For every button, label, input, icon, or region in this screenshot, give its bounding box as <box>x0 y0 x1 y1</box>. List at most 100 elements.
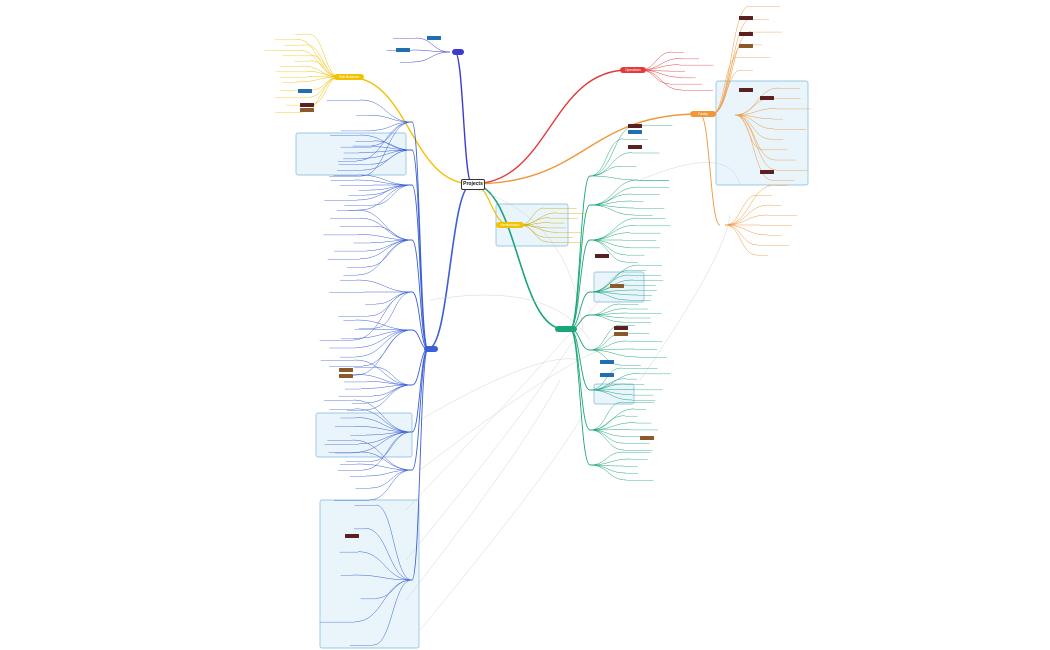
relationship-link <box>639 214 731 381</box>
left-leaf-edge <box>354 359 413 386</box>
left-leaf-edge <box>375 291 413 305</box>
relationship-link <box>419 419 581 631</box>
right-leaf-edge <box>589 401 623 431</box>
left-leaf-edge <box>362 431 413 471</box>
topic-label-chip[interactable] <box>628 124 642 128</box>
right-leaf-edge <box>589 232 631 241</box>
topic-label-chip[interactable] <box>396 48 410 52</box>
right-leaf-edge <box>589 324 621 351</box>
left-leaf-edge <box>364 384 413 411</box>
right-leaf-edge <box>589 415 625 431</box>
left-leaf-edge <box>374 366 413 386</box>
right-leaf-edge <box>589 429 624 444</box>
group-panel <box>315 412 413 458</box>
left-leaf-edge <box>365 528 413 581</box>
purple-leaf-edge <box>415 37 451 53</box>
topic-label-chip[interactable] <box>739 44 753 48</box>
branch-memberships[interactable]: Memberships <box>496 222 524 228</box>
right-leaf-edge <box>589 166 622 177</box>
orange-leaf-edge <box>724 224 768 236</box>
left-leaf-edge <box>363 149 413 171</box>
left-leaf-edge <box>358 551 413 581</box>
left-leaf-edge <box>358 174 413 186</box>
branch-blue[interactable] <box>424 346 438 352</box>
central-topic[interactable]: Projects <box>461 179 485 190</box>
yellow-leaf-edge <box>302 76 341 113</box>
topic-label-chip[interactable] <box>640 436 654 440</box>
orange-hub-edge <box>699 113 721 226</box>
left-leaf-edge <box>368 114 413 123</box>
left-leaf-edge <box>357 184 413 201</box>
topic-label-chip[interactable] <box>345 534 359 538</box>
right-leaf-edge <box>589 367 622 391</box>
left-leaf-edge <box>373 579 413 646</box>
right-leaf-edge <box>589 429 624 451</box>
left-leaf-edge <box>356 329 413 376</box>
left-leaf-edge <box>357 239 413 276</box>
left-hub-edge <box>411 184 429 350</box>
topic-label-chip[interactable] <box>600 360 614 364</box>
branch-connector-tr <box>471 69 629 185</box>
right-hub-edge <box>569 204 591 330</box>
relationship-link <box>429 294 591 341</box>
left-leaf-edge <box>359 217 413 241</box>
orange-leaf-edge <box>724 194 758 226</box>
left-leaf-edge <box>375 291 413 329</box>
red-leaf-edge <box>639 58 682 71</box>
red-leaf-edge <box>639 69 682 91</box>
left-leaf-edge <box>355 408 413 433</box>
orange-leaf-edge <box>724 204 770 226</box>
topic-label-chip[interactable] <box>628 145 642 149</box>
topic-label-chip[interactable] <box>760 170 774 174</box>
left-hub-edge <box>411 239 429 350</box>
topic-label-chip[interactable] <box>614 326 628 330</box>
topic-label-chip[interactable] <box>298 89 312 93</box>
right-leaf-edge <box>589 389 633 401</box>
left-leaf-edge <box>354 426 413 433</box>
right-leaf-edge <box>589 217 639 241</box>
topic-label-chip[interactable] <box>739 88 753 92</box>
topic-label-chip[interactable] <box>300 103 314 107</box>
topic-label-chip[interactable] <box>739 32 753 36</box>
topic-label-chip[interactable] <box>595 254 609 258</box>
right-leaf-edge <box>589 349 639 358</box>
topic-label-chip[interactable] <box>610 284 624 288</box>
branch-operations[interactable]: Operations <box>620 67 646 73</box>
branch-family[interactable]: Family <box>690 111 716 117</box>
relationship-link <box>639 162 741 186</box>
left-leaf-edge <box>369 469 413 501</box>
left-leaf-edge <box>361 384 413 389</box>
branch-side-business[interactable]: Side Business <box>334 74 364 80</box>
branch-green[interactable] <box>555 326 577 332</box>
right-hub-edge <box>569 175 591 330</box>
left-leaf-edge <box>360 451 413 471</box>
left-hub-edge <box>411 348 429 471</box>
orange-leaf-edge <box>734 114 772 181</box>
left-leaf-edge <box>357 209 413 241</box>
left-leaf-edge <box>353 574 413 581</box>
right-leaf-edge <box>589 291 628 301</box>
group-panel <box>295 132 407 176</box>
topic-label-chip[interactable] <box>760 96 774 100</box>
topic-label-chip[interactable] <box>339 374 353 378</box>
relationship-link <box>405 379 561 601</box>
topic-label-chip[interactable] <box>339 368 353 372</box>
branch-connector-r <box>471 113 701 185</box>
topic-label-chip[interactable] <box>600 373 614 377</box>
left-leaf-edge <box>363 329 413 367</box>
left-leaf-edge <box>356 121 413 162</box>
branch-top[interactable] <box>452 49 464 55</box>
left-leaf-edge <box>375 504 413 581</box>
right-leaf-edge <box>589 239 627 263</box>
orange-leaf-edge <box>734 108 777 116</box>
topic-label-chip[interactable] <box>427 36 441 40</box>
relationship-link <box>477 189 584 331</box>
left-leaf-edge <box>357 234 413 241</box>
topic-label-chip[interactable] <box>739 16 753 20</box>
topic-label-chip[interactable] <box>300 108 314 112</box>
topic-label-chip[interactable] <box>614 332 628 336</box>
left-hub-edge <box>411 348 429 581</box>
branch-connector-tl <box>347 76 473 185</box>
topic-label-chip[interactable] <box>628 130 642 134</box>
